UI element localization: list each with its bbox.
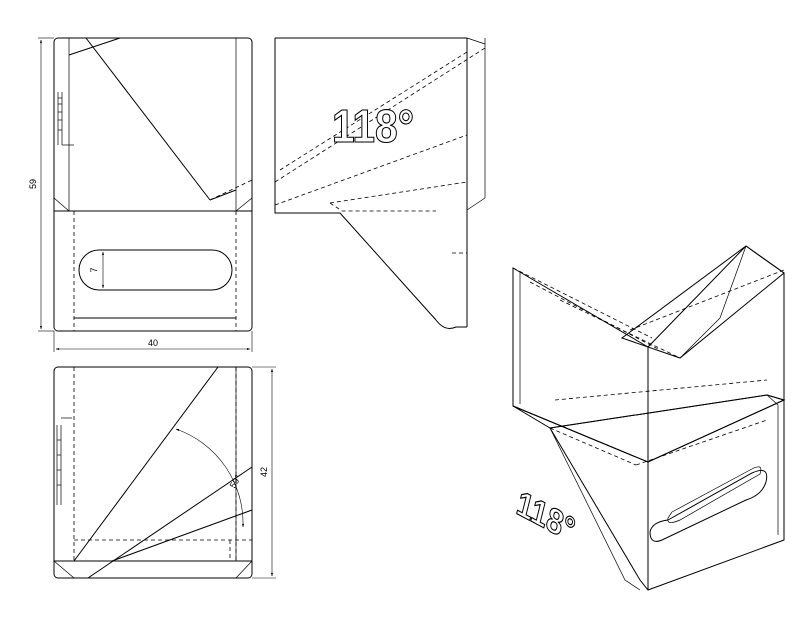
dimension-depth-label: 42 — [259, 467, 269, 477]
top-view: 59° 42 — [53, 366, 276, 579]
engraving-edge-front — [57, 92, 74, 146]
iso-slot — [649, 466, 768, 542]
isometric-view: 118° — [512, 245, 786, 591]
dimension-angle: 59° — [175, 428, 245, 528]
side-view: 118° — [274, 37, 486, 329]
dimension-angle-label: 59° — [228, 473, 244, 490]
engraving-text-side: 118° — [332, 100, 414, 152]
dimension-depth: 42 — [252, 366, 276, 579]
dimension-slot-label: 7 — [89, 267, 99, 272]
dimension-width-label: 40 — [148, 338, 158, 348]
dimension-height-label: 59 — [28, 179, 38, 189]
engraving-edge-top — [56, 417, 72, 505]
dimension-width: 40 — [53, 331, 253, 352]
front-view: 59 40 7 — [28, 37, 253, 352]
engraving-text-iso: 118° — [513, 484, 578, 550]
dimension-height: 59 — [28, 37, 54, 332]
dimension-slot: 7 — [89, 251, 105, 289]
slot — [78, 249, 233, 291]
